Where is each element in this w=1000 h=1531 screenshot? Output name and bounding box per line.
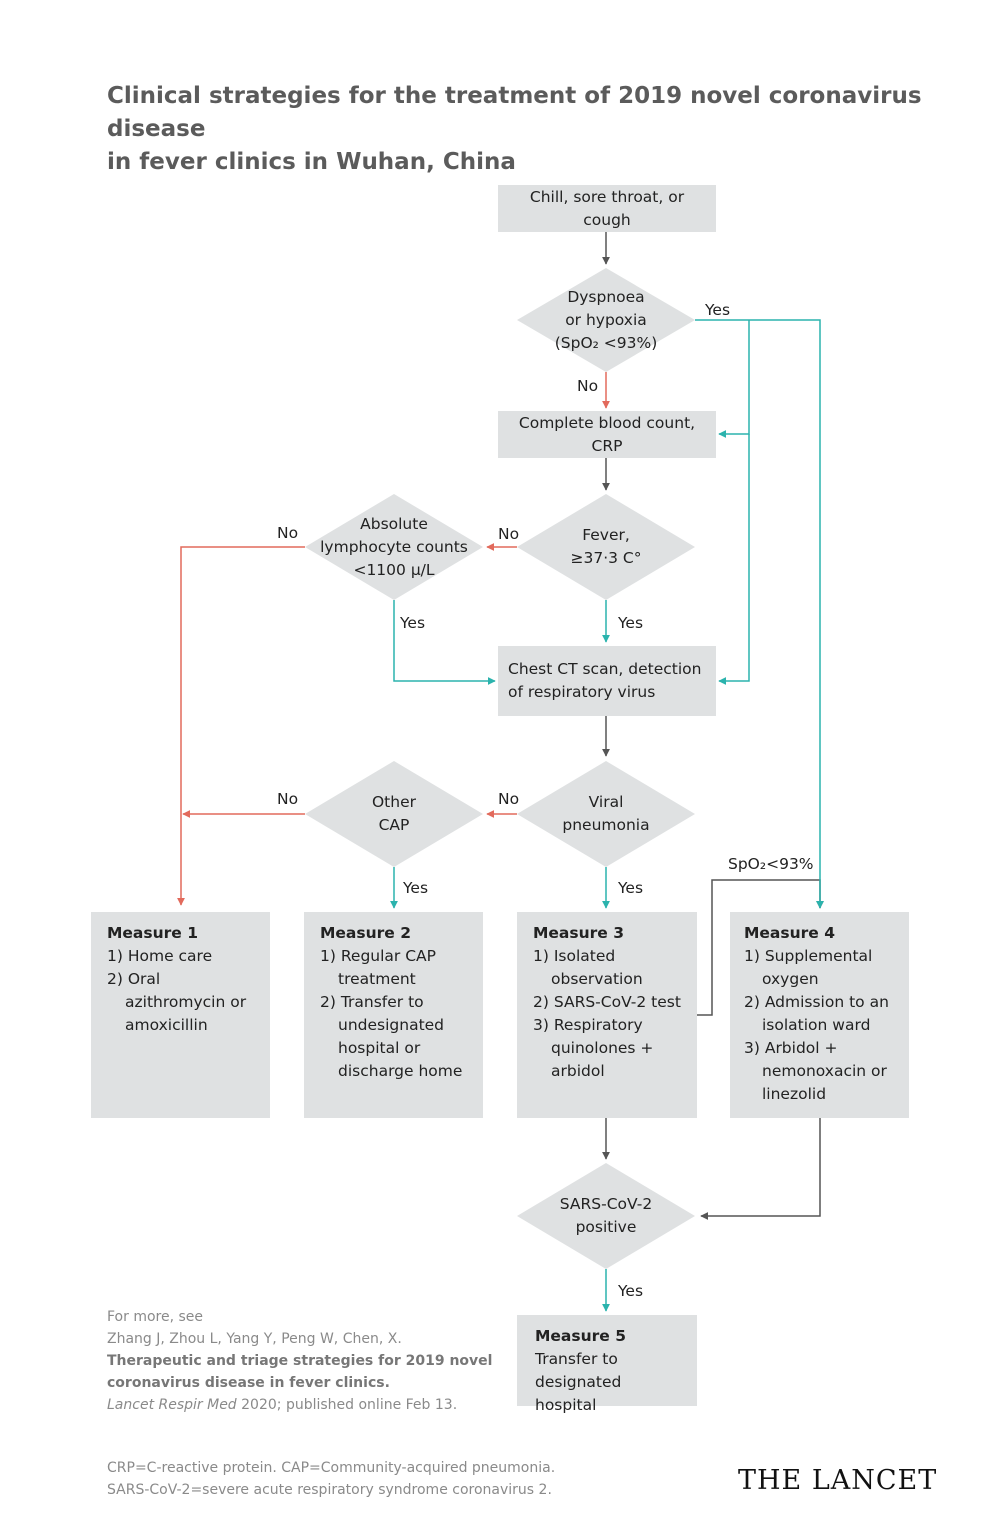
edge-label-lymphocyte-no: No [277, 524, 299, 542]
measure-4-box: Measure 4 1) Supplemental oxygen 2) Admi… [730, 912, 909, 1118]
measure-5-title: Measure 5 [535, 1327, 626, 1345]
node-chest-ct-line-2: of respiratory virus [508, 683, 656, 701]
arrow-dyspnoea-yes-blood [718, 320, 750, 438]
measure-1-box: Measure 1 1) Home care 2) Oral azithromy… [91, 912, 270, 1118]
measure-3-item: 1) Isolated observation [533, 947, 643, 988]
measure-5-item: designated hospital [535, 1373, 622, 1414]
reference-line-2: Zhang J, Zhou L, Yang Y, Peng W, Chen, X… [107, 1331, 402, 1347]
edge-label-spo2: SpO₂<93% [728, 855, 814, 873]
measure-3-box: Measure 3 1) Isolated observation 2) SAR… [517, 912, 697, 1118]
decision-lymphocyte-line-1: Absolute [360, 514, 428, 533]
measure-3-title: Measure 3 [533, 924, 624, 942]
decision-fever-line-1: Fever, [582, 526, 630, 544]
reference-date: 2020; published online Feb 13. [236, 1397, 458, 1413]
node-symptoms: Chill, sore throat, or cough [498, 185, 716, 232]
decision-sars-line-1: SARS-CoV-2 [559, 1195, 653, 1213]
decision-sars-positive: SARS-CoV-2 positive [536, 1190, 676, 1242]
decision-fever-line-2: ≥37·3 C° [570, 549, 642, 567]
edge-label-other-cap-no: No [277, 790, 299, 808]
measure-1-item: 1) Home care [107, 947, 213, 965]
decision-viral-shape [517, 761, 695, 867]
measure-5-box: Measure 5 Transfer to designated hospita… [517, 1315, 697, 1414]
decision-other-cap: Other CAP [334, 788, 454, 840]
edge-label-viral-no: No [498, 790, 520, 808]
decision-sars-shape [517, 1163, 695, 1269]
reference-line-4: coronavirus disease in fever clinics. [107, 1375, 390, 1391]
decision-viral-line-2: pneumonia [562, 816, 650, 834]
decision-other-cap-line-1: Other [371, 793, 416, 811]
footnote: CRP=C-reactive protein. CAP=Community-ac… [107, 1457, 555, 1501]
node-chest-ct-line-1: Chest CT scan, detection [508, 660, 702, 678]
decision-lymphocyte-shape [305, 494, 483, 600]
decision-sars-line-2: positive [575, 1218, 637, 1236]
reference-journal: Lancet Respir Med [107, 1397, 237, 1413]
edge-label-sars-yes: Yes [618, 1282, 644, 1300]
measure-2-item: 1) Regular CAP treatment [320, 947, 436, 988]
edge-label-lymphocyte-yes: Yes [400, 614, 426, 632]
page-title: Clinical strategies for the treatment of… [107, 80, 927, 179]
edge-label-fever-yes: Yes [618, 614, 644, 632]
decision-dyspnoea-line-3: (SpO₂ <93%) [554, 333, 658, 352]
measure-2-box: Measure 2 1) Regular CAP treatment 2) Tr… [304, 912, 483, 1118]
measure-2-item: 2) Transfer to undesignated hospital or … [320, 993, 463, 1080]
measure-1-item: 2) Oral azithromycin or amoxicillin [107, 970, 247, 1034]
edge-label-dyspnoea-no: No [577, 377, 599, 395]
arrow-lymphocyte-no [177, 546, 305, 906]
measure-4-title: Measure 4 [744, 924, 835, 942]
decision-lymphocyte-line-3: <1100 μ/L [353, 560, 435, 579]
node-symptoms-text: Chill, sore throat, or cough [529, 187, 685, 229]
edge-label-fever-no: No [498, 525, 520, 543]
decision-viral-line-1: Viral [588, 793, 624, 811]
node-blood-count: Complete blood count, CRP [498, 411, 716, 458]
title-line-2: in fever clinics in Wuhan, China [107, 149, 516, 175]
measure-2-title: Measure 2 [320, 924, 411, 942]
measure-1-title: Measure 1 [107, 924, 198, 942]
arrow-dyspnoea-yes-m4 [695, 319, 824, 909]
title-line-1: Clinical strategies for the treatment of… [107, 83, 922, 142]
measure-3-item: 2) SARS-CoV-2 test [533, 993, 681, 1011]
measure-3-item: 3) Respiratory quinolones + arbidol [533, 1016, 654, 1080]
reference-line-5: Lancet Respir Med 2020; published online… [107, 1394, 492, 1416]
decision-dyspnoea: Dyspnoea or hypoxia (SpO₂ <93%) [536, 283, 676, 357]
reference-line-1: For more, see [107, 1309, 204, 1325]
decision-other-cap-shape [305, 761, 483, 867]
measure-4-item: 1) Supplemental oxygen [744, 947, 873, 988]
arrow-dyspnoea-yes-ct [718, 434, 750, 685]
node-chest-ct: Chest CT scan, detection of respiratory … [498, 646, 716, 716]
footnote-line-1: CRP=C-reactive protein. CAP=Community-ac… [107, 1460, 556, 1476]
measure-4-item: 2) Admission to an isolation ward [744, 993, 889, 1034]
arrow-lymphocyte-yes [393, 600, 496, 685]
node-blood-count-text: Complete blood count, CRP [518, 413, 696, 455]
edge-label-dyspnoea-yes: Yes [705, 301, 731, 319]
decision-fever-shape [517, 494, 695, 600]
decision-lymphocyte: Absolute lymphocyte counts <1100 μ/L [314, 510, 474, 584]
edge-label-viral-yes: Yes [618, 879, 644, 897]
reference-citation: For more, see Zhang J, Zhou L, Yang Y, P… [107, 1306, 492, 1416]
decision-viral-pneumonia: Viral pneumonia [536, 788, 676, 840]
decision-dyspnoea-line-2: or hypoxia [565, 310, 647, 329]
decision-fever: Fever, ≥37·3 C° [536, 521, 676, 573]
decision-lymphocyte-line-2: lymphocyte counts [320, 537, 468, 556]
reference-line-3: Therapeutic and triage strategies for 20… [107, 1353, 493, 1369]
footnote-line-2: SARS-CoV-2=severe acute respiratory synd… [107, 1482, 552, 1498]
edge-label-other-cap-yes: Yes [403, 879, 429, 897]
measure-4-item: 3) Arbidol + nemonoxacin or linezolid [744, 1039, 887, 1103]
measure-5-item: Transfer to [535, 1350, 618, 1368]
decision-dyspnoea-line-1: Dyspnoea [567, 287, 645, 306]
decision-dyspnoea-shape [517, 268, 695, 372]
arrow-m4-to-sars [700, 1118, 821, 1220]
lancet-logo: THE LANCET [738, 1465, 938, 1496]
decision-other-cap-line-2: CAP [378, 816, 410, 834]
